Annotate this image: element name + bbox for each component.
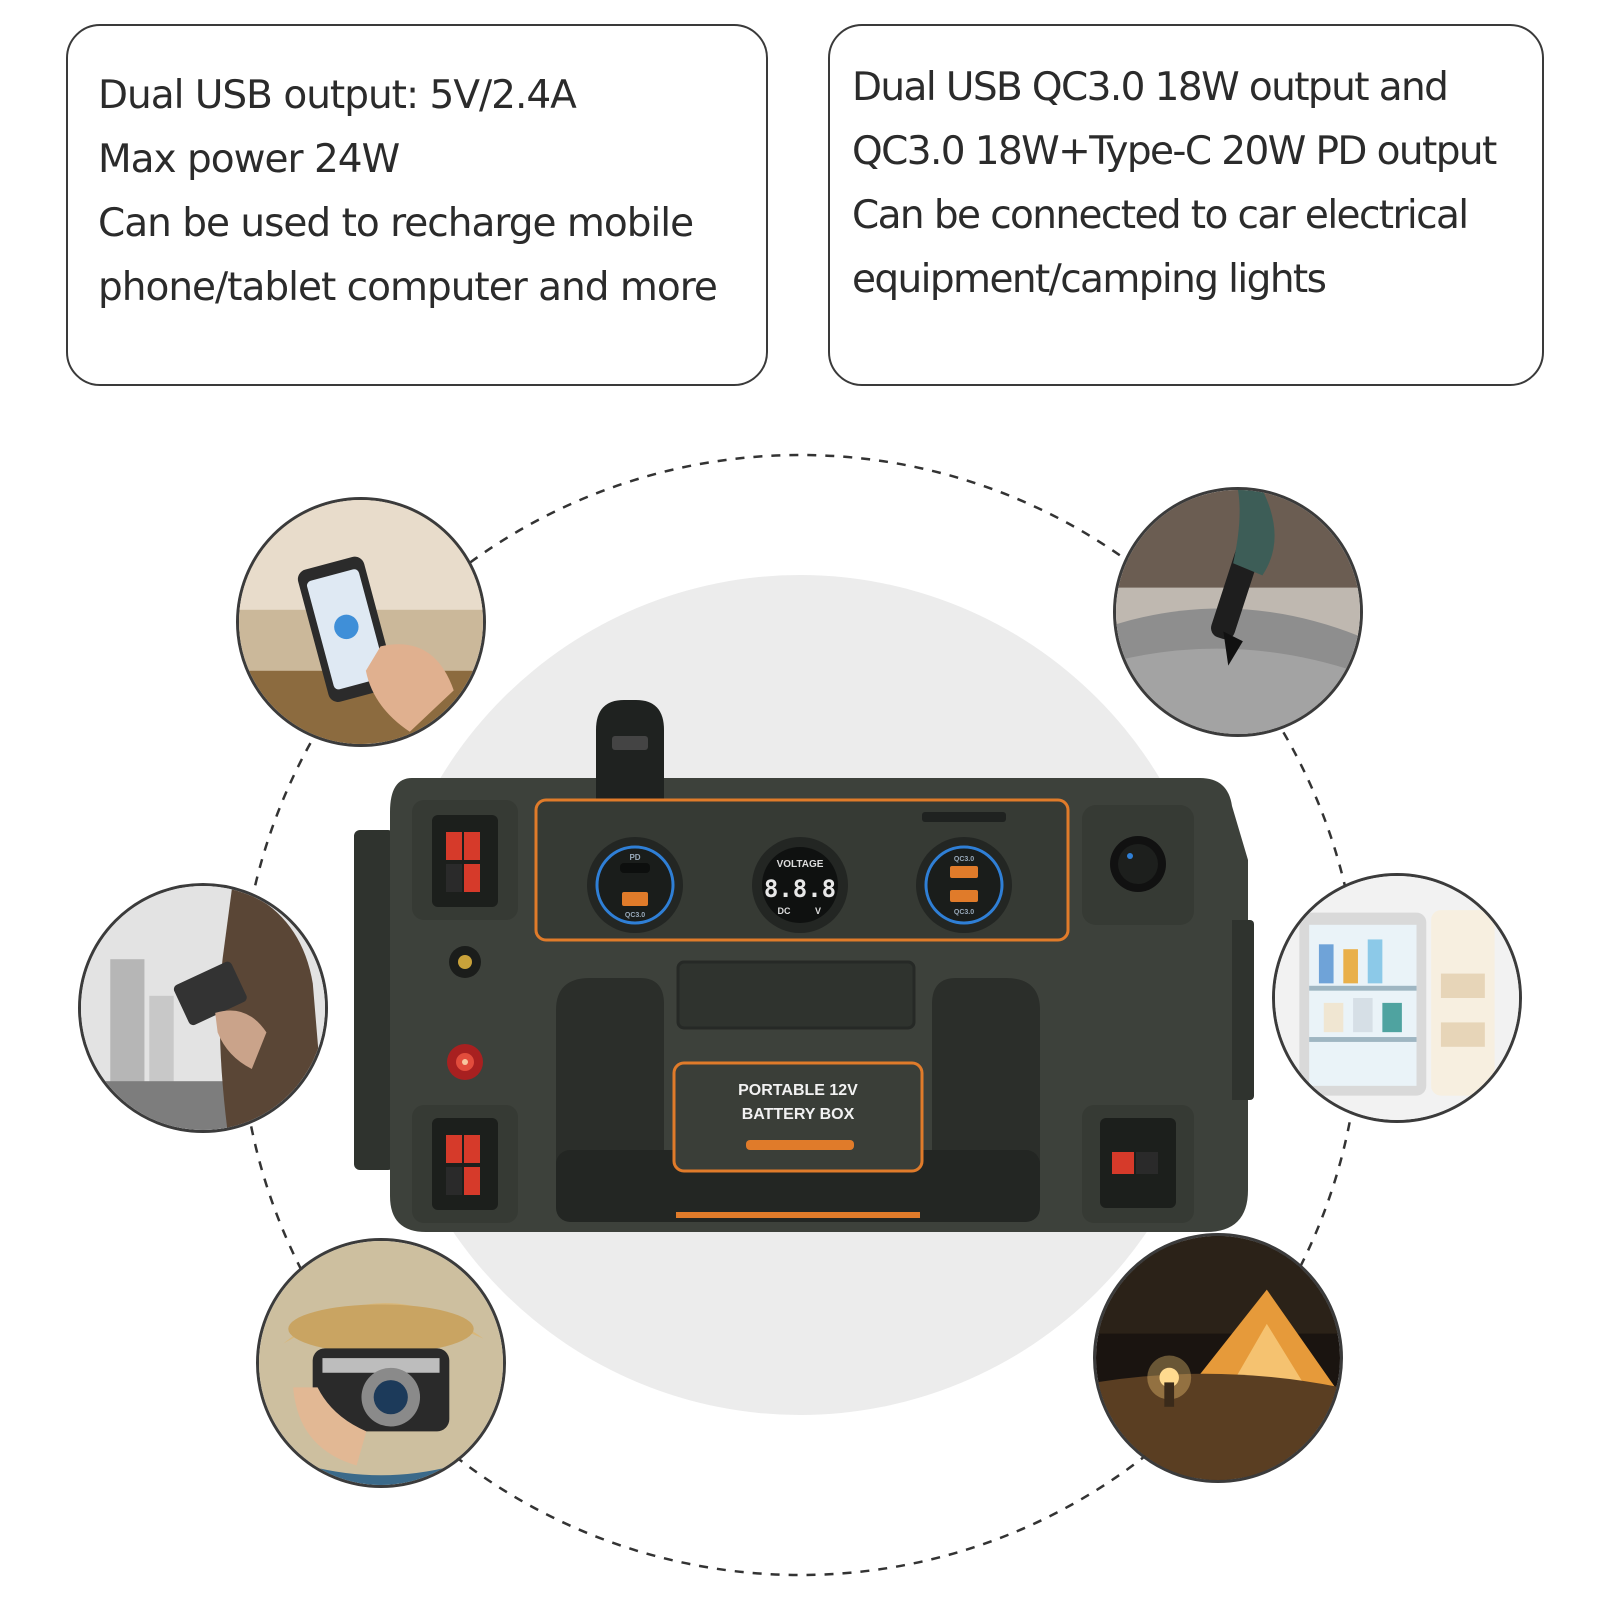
voltmeter-title: VOLTAGE	[777, 859, 824, 870]
info-line: QC3.0 18W+Type-C 20W PD output	[852, 129, 1497, 174]
info-line: Dual USB output: 5V/2.4A	[98, 73, 577, 118]
anderson-connector-bottom-right[interactable]	[1082, 1105, 1194, 1223]
voltmeter-dc: DC	[778, 906, 791, 916]
info-line: Max power 24W	[98, 137, 400, 182]
left-latch	[354, 830, 394, 1170]
label-line-1: PORTABLE 12V	[738, 1082, 858, 1099]
voltmeter: VOLTAGE 8.8.8 DC V	[752, 837, 848, 933]
camera-photo	[256, 1238, 506, 1488]
qc-label: QC3.0	[625, 912, 645, 919]
dual-qc-port[interactable]: QC3.0 QC3.0	[916, 812, 1012, 933]
qc-label: QC3.0	[954, 856, 974, 863]
info-box-qc-output: Dual USB QC3.0 18W output and QC3.0 18W+…	[828, 24, 1544, 386]
vacuum-photo	[1113, 487, 1363, 737]
positive-terminal[interactable]	[447, 1044, 483, 1080]
voltmeter-v: V	[815, 906, 821, 916]
fridge-photo	[1272, 873, 1522, 1123]
pd-label: PD	[629, 853, 640, 862]
voltmeter-reading: 8.8.8	[764, 875, 836, 903]
label-line-2: BATTERY BOX	[742, 1106, 855, 1123]
info-line: Dual USB QC3.0 18W output and	[852, 65, 1449, 110]
qc-label: QC3.0	[954, 909, 974, 916]
negative-terminal[interactable]	[449, 946, 481, 978]
anderson-connector-top-left[interactable]	[412, 800, 518, 920]
power-switch[interactable]	[1082, 805, 1194, 925]
info-line: equipment/camping lights	[852, 257, 1327, 302]
info-box-usb-output: Dual USB output: 5V/2.4A Max power 24W C…	[66, 24, 768, 386]
info-line: phone/tablet computer and more	[98, 265, 718, 310]
info-line: Can be connected to car electrical	[852, 193, 1469, 238]
phone-photo	[236, 497, 486, 747]
tablet-photo	[78, 883, 328, 1133]
pd-qc-port[interactable]: PD QC3.0	[587, 837, 683, 933]
tent-photo	[1093, 1233, 1343, 1483]
anderson-connector-bottom-left[interactable]	[412, 1105, 518, 1223]
right-latch	[1228, 920, 1254, 1100]
info-line: Can be used to recharge mobile	[98, 201, 694, 246]
cap-slot	[612, 736, 648, 750]
product-label: PORTABLE 12V BATTERY BOX	[672, 1061, 924, 1173]
